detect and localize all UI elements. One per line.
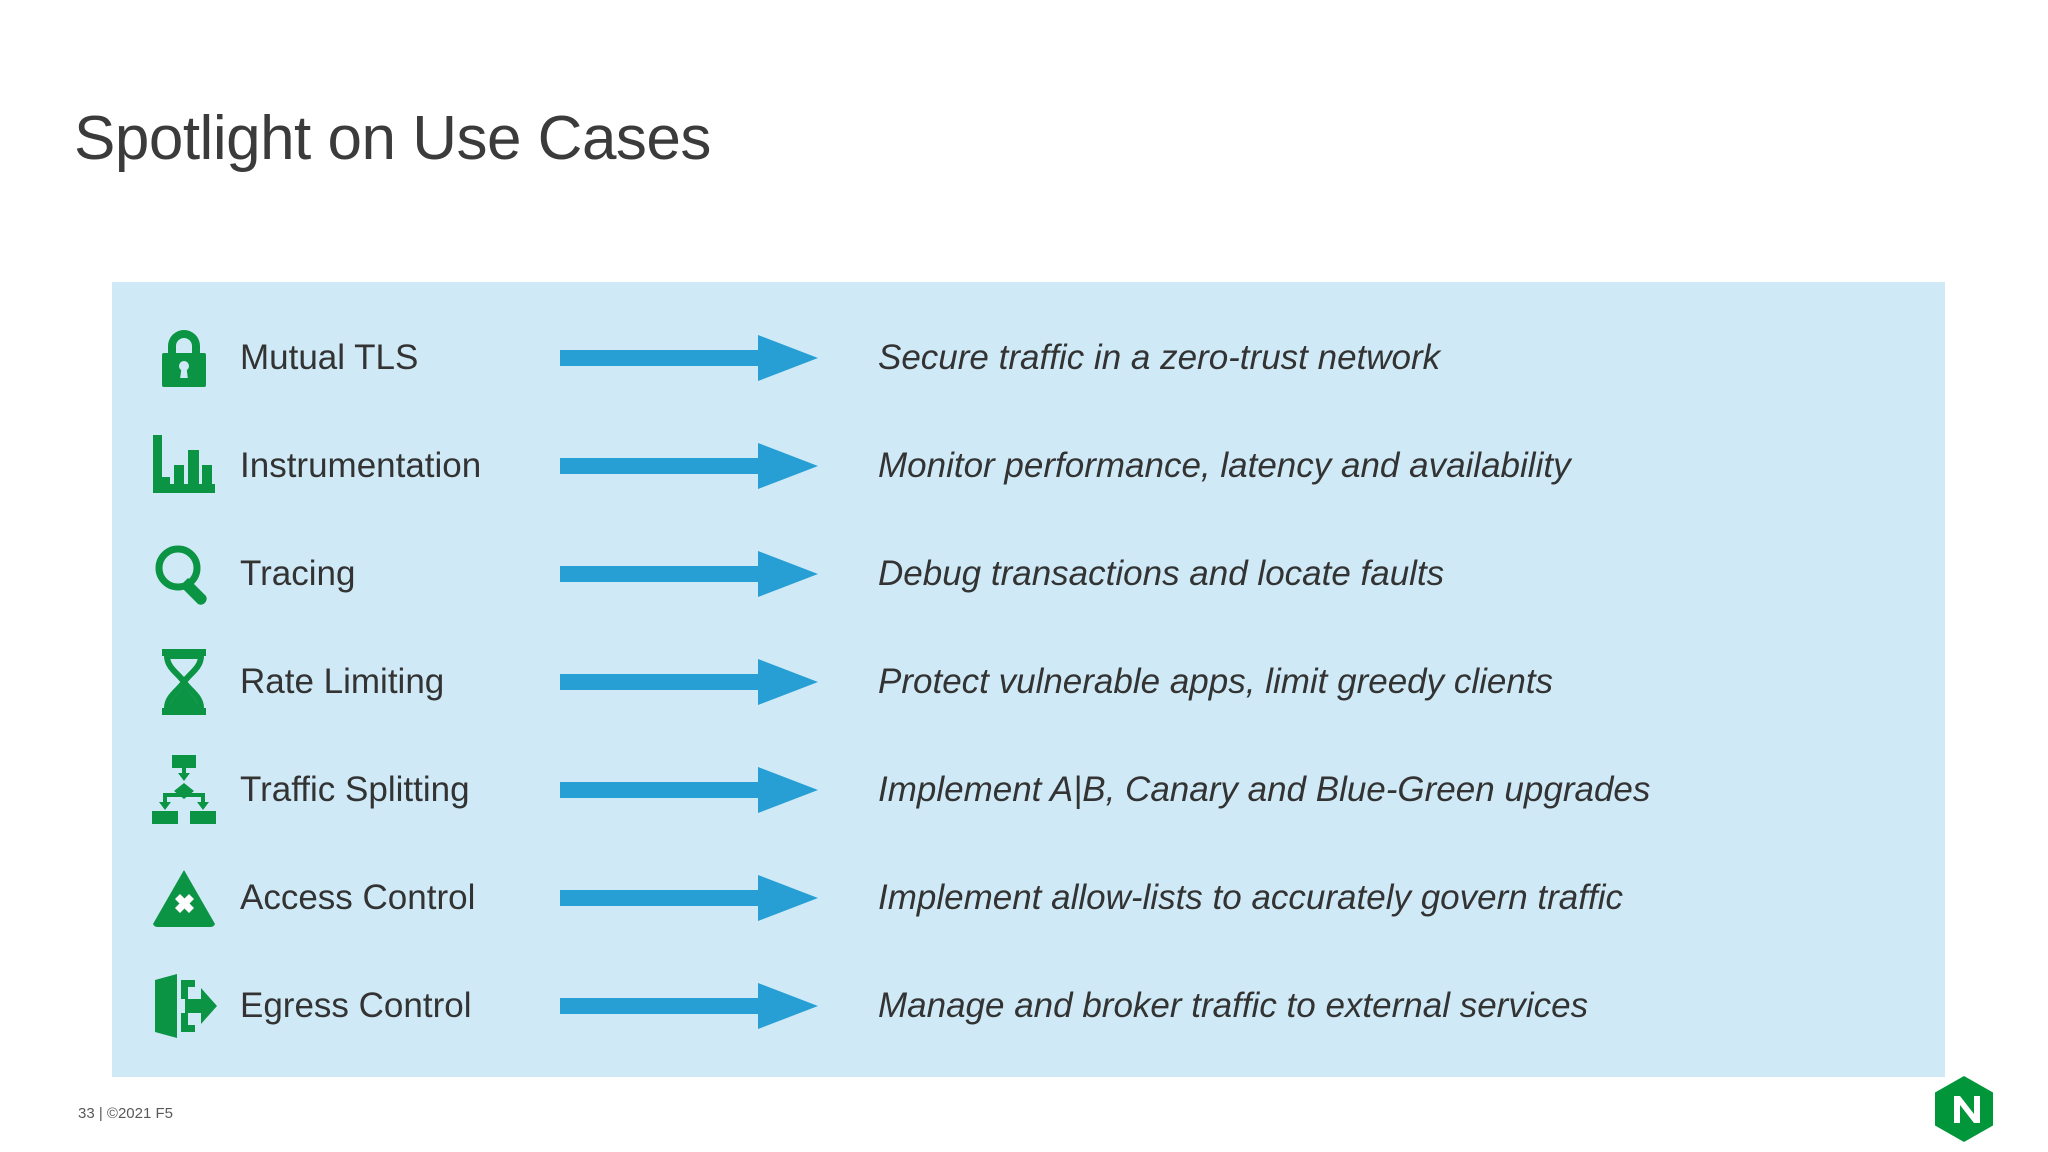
nginx-hexagon-logo: [1933, 1075, 1995, 1143]
use-case-description: Debug transactions and locate faults: [878, 553, 1445, 593]
list-item: Mutual TLS Secure traffic in a zero-trus…: [112, 304, 1945, 412]
use-case-description: Implement A|B, Canary and Blue-Green upg…: [878, 769, 1651, 809]
use-case-label: Egress Control: [240, 985, 472, 1025]
use-case-label: Rate Limiting: [240, 661, 445, 701]
bar-chart-icon: [112, 435, 240, 497]
use-case-description: Protect vulnerable apps, limit greedy cl…: [878, 661, 1554, 701]
right-arrow-icon: [560, 873, 850, 923]
list-item: Tracing Debug transactions and locate fa…: [112, 520, 1945, 628]
right-arrow-icon: [560, 657, 850, 707]
magnifier-icon: [112, 542, 240, 606]
triangle-x-icon: [112, 868, 240, 928]
use-case-label: Tracing: [240, 553, 356, 593]
use-cases-panel: Mutual TLS Secure traffic in a zero-trus…: [112, 282, 1945, 1077]
use-case-description: Secure traffic in a zero-trust network: [878, 337, 1441, 377]
right-arrow-icon: [560, 765, 850, 815]
list-item: Instrumentation Monitor performance, lat…: [112, 412, 1945, 520]
use-case-label: Mutual TLS: [240, 337, 419, 377]
page-title: Spotlight on Use Cases: [74, 104, 711, 173]
use-case-description: Monitor performance, latency and availab…: [878, 445, 1571, 485]
flowchart-split-icon: [112, 755, 240, 825]
use-case-label: Access Control: [240, 877, 476, 917]
right-arrow-icon: [560, 333, 850, 383]
right-arrow-icon: [560, 549, 850, 599]
list-item: Traffic Splitting Implement A|B, Canary …: [112, 736, 1945, 844]
use-case-description: Implement allow-lists to accurately gove…: [878, 877, 1623, 917]
use-case-description: Manage and broker traffic to external se…: [878, 985, 1589, 1025]
right-arrow-icon: [560, 981, 850, 1031]
lock-icon: [112, 326, 240, 390]
use-case-label: Instrumentation: [240, 445, 482, 485]
footer-copyright: 33 | ©2021 F5: [78, 1105, 174, 1122]
use-case-label: Traffic Splitting: [240, 769, 470, 809]
hourglass-icon: [112, 649, 240, 715]
list-item: Access Control Implement allow-lists to …: [112, 844, 1945, 952]
right-arrow-icon: [560, 441, 850, 491]
exit-door-arrow-icon: [112, 972, 240, 1040]
use-cases-list: Mutual TLS Secure traffic in a zero-trus…: [112, 282, 1945, 1077]
list-item: Rate Limiting Protect vulnerable apps, l…: [112, 628, 1945, 736]
list-item: Egress Control Manage and broker traffic…: [112, 952, 1945, 1060]
